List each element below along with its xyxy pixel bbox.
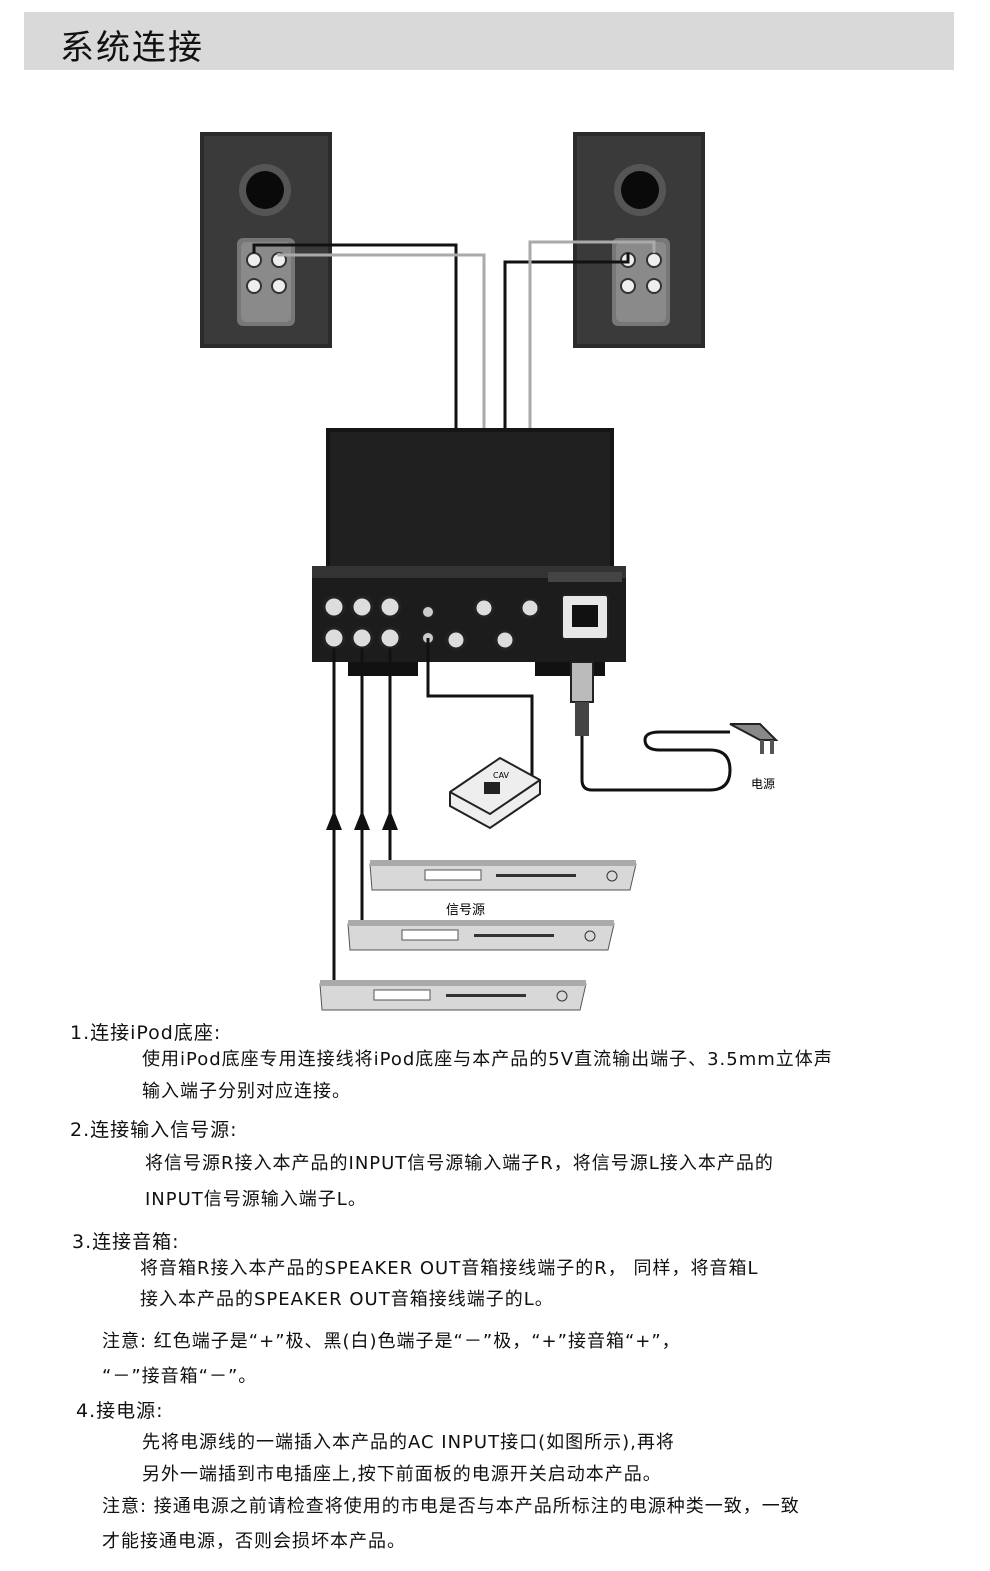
section-1-heading: 1.连接iPod底座: [70,1022,222,1044]
section-4-line-1: 先将电源线的一端插入本产品的AC INPUT接口(如图所示),再将 [142,1432,675,1453]
section-1-line-2: 输入端子分别对应连接。 [142,1081,351,1102]
connection-diagram: CAV 电源 信号源 [200,132,779,1011]
note-2-line-1: 注意: 接通电源之前请检查将使用的市电是否与本产品所标注的电源种类一致，一致 [102,1496,800,1517]
source-player-2 [347,920,615,951]
title-bar: 系统连接 [24,12,954,70]
section-2-line-2: INPUT信号源输入端子L。 [145,1189,367,1210]
dock-brand: CAV [493,771,510,780]
page-title: 系统连接 [60,28,204,68]
right-speaker [573,132,705,348]
note-2-line-2: 才能接通电源，否则会损坏本产品。 [102,1531,406,1552]
source-label: 信号源 [446,903,485,918]
power-label: 电源 [751,777,775,791]
left-speaker [200,132,332,348]
note-1-line-2: “－”接音箱“－”。 [102,1366,258,1387]
section-4-heading: 4.接电源: [76,1400,164,1422]
power-cord [570,661,779,792]
section-2-heading: 2.连接输入信号源: [70,1119,238,1141]
ipod-dock: CAV [449,756,541,830]
section-3-line-1: 将音箱R接入本产品的SPEAKER OUT音箱接线端子的R， 同样，将音箱L [140,1258,759,1279]
source-player-3 [319,980,587,1011]
source-player-1 [369,860,637,891]
section-3-line-2: 接入本产品的SPEAKER OUT音箱接线端子的L。 [140,1289,554,1310]
amplifier [312,428,626,676]
arrow-icons [326,810,398,830]
section-4-line-2: 另外一端插到市电插座上,按下前面板的电源开关启动本产品。 [142,1464,662,1485]
note-1-line-1: 注意: 红色端子是“+”极、黑(白)色端子是“－”极，“+”接音箱“+”， [102,1331,681,1352]
section-2-line-1: 将信号源R接入本产品的INPUT信号源输入端子R，将信号源L接入本产品的 [145,1153,774,1174]
section-1-line-1: 使用iPod底座专用连接线将iPod底座与本产品的5V直流输出端子、3.5mm立… [142,1049,833,1070]
dock-cable [426,638,534,778]
section-3-heading: 3.连接音箱: [72,1231,180,1253]
